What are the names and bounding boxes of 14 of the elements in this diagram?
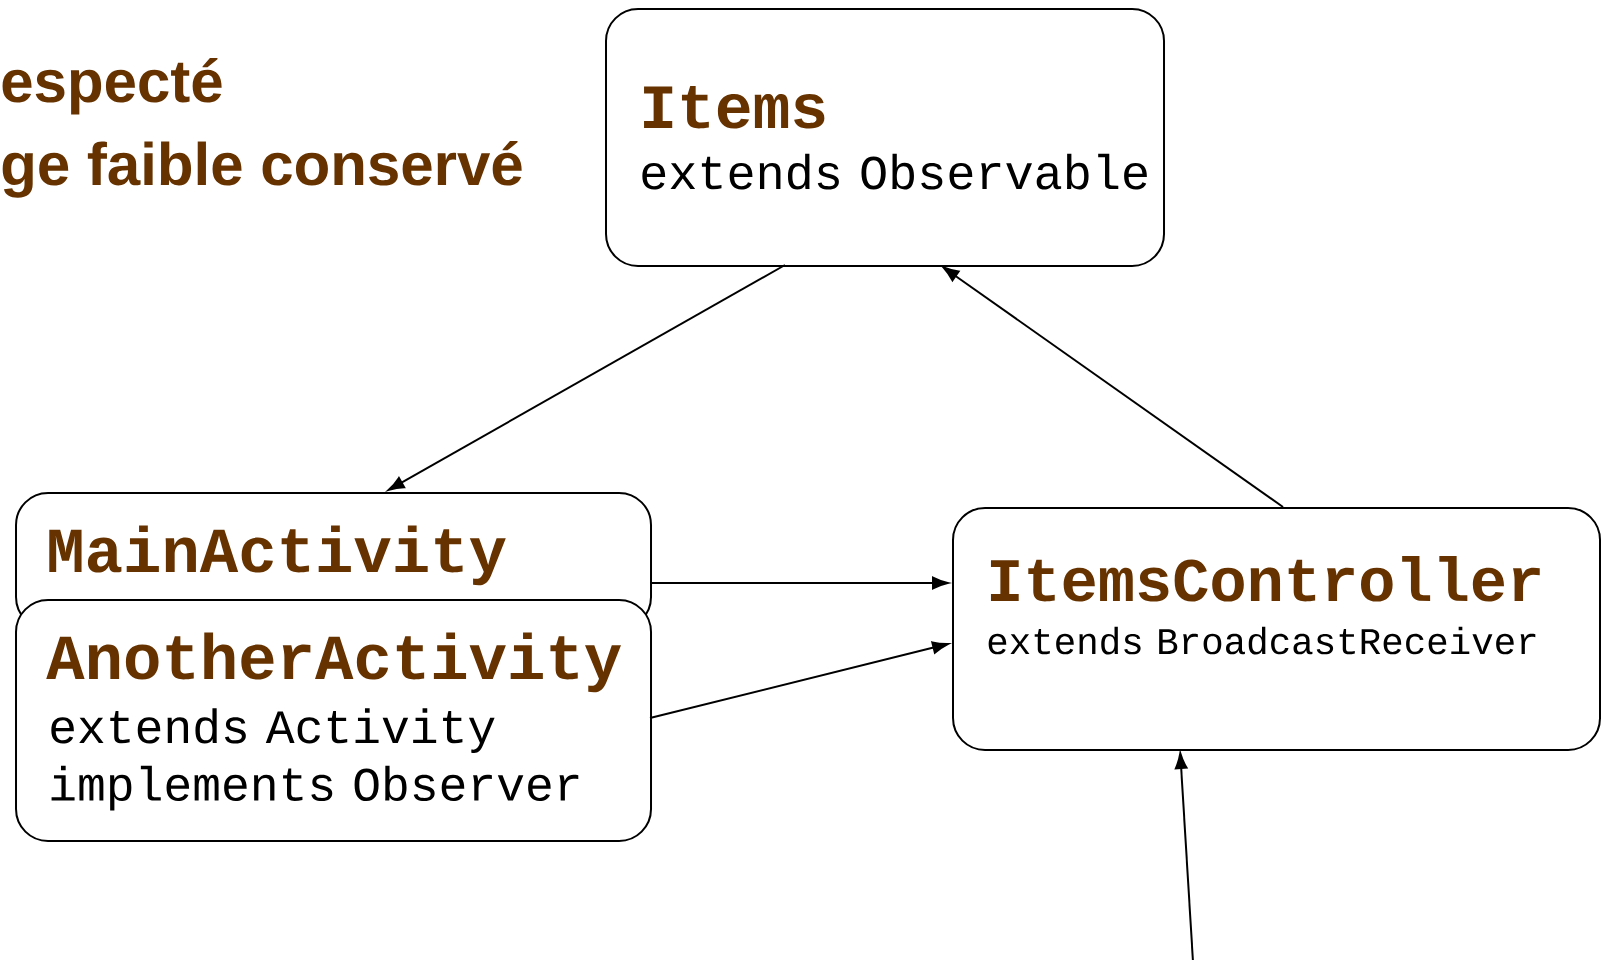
arrow [649,641,949,719]
class-name: ItemsController [990,556,1540,602]
class-declaration: extends Activity implements Observer [51,708,579,811]
class-declaration: extends Observable [642,153,1147,190]
arrow [649,576,949,590]
arrow [942,266,1284,508]
class-name: AnotherActivity [46,632,621,693]
arrow [387,264,786,491]
arrow [1174,752,1194,960]
class-name: MainActivity [49,525,506,586]
class-name: Items [644,86,825,129]
heading-text: ge faible conservé [2,141,522,198]
class-declaration: extends BroadcastReceiver [988,626,1536,655]
heading-text: especté [2,58,222,115]
